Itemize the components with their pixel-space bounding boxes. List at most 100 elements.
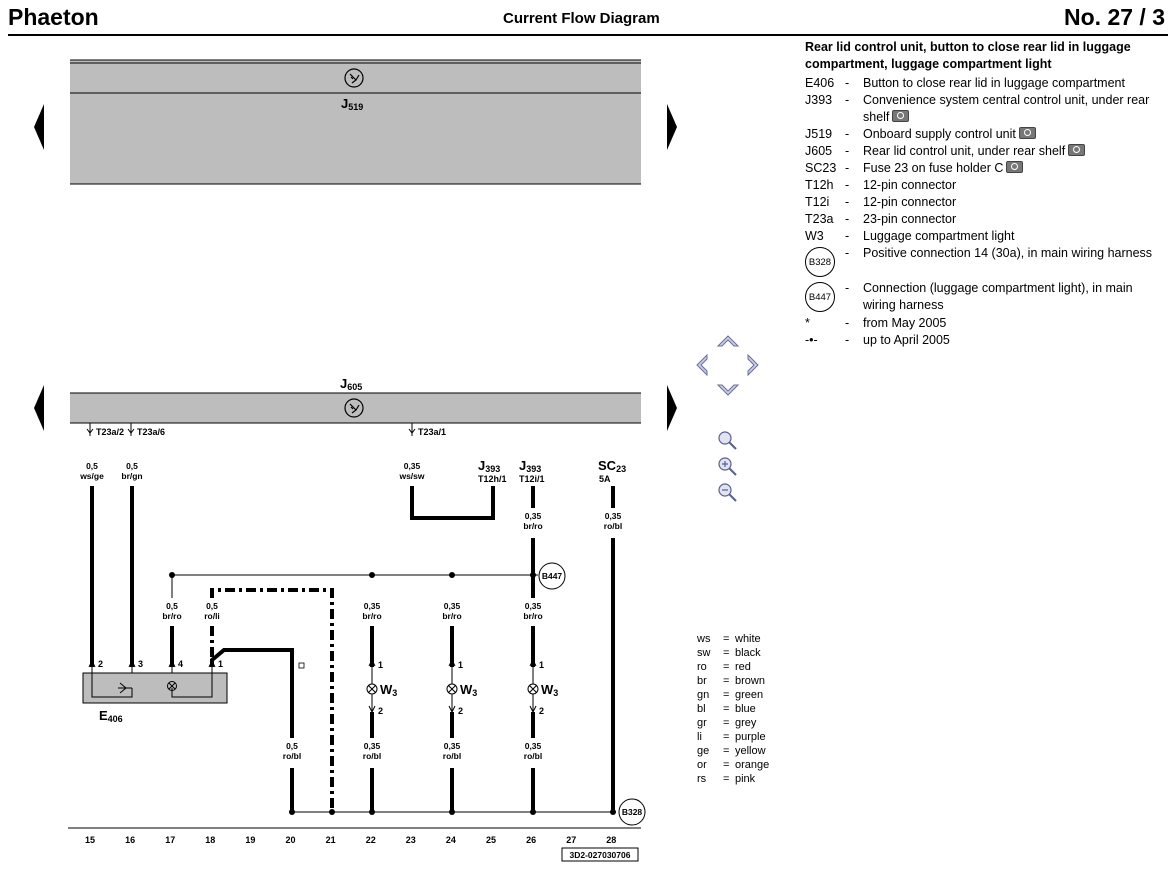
color-name: brown [735, 675, 765, 687]
legend-desc-wrap: Fuse 23 on fuse holder C [863, 160, 1167, 177]
t23a1-pin-arrow [408, 423, 416, 436]
nav-up-button[interactable] [716, 335, 740, 347]
color-code: gn [697, 689, 710, 701]
track-number: 28 [606, 835, 616, 845]
nav-right-button[interactable] [747, 353, 759, 377]
equals-sign: = [723, 717, 730, 729]
legend-title: Rear lid control unit, button to close r… [805, 40, 1131, 71]
color-key-row: sw=black [697, 646, 769, 660]
color-name: purple [735, 731, 766, 743]
j393-label-a: J393 [478, 458, 500, 474]
lamp-cross [448, 685, 456, 693]
t23a6-pin-arrow [127, 423, 135, 436]
page-title: Phaeton [8, 4, 99, 30]
wire-label-color: ws/ge [79, 471, 104, 481]
header-rule [8, 34, 1168, 36]
color-key-row: li=purple [697, 730, 769, 744]
color-name: yellow [735, 745, 766, 757]
camera-icon[interactable] [1006, 161, 1024, 173]
legend-desc-wrap: 12-pin connector [863, 177, 1167, 194]
e406-component [82, 672, 228, 704]
track-number: 21 [326, 835, 336, 845]
wire-label-size: 0,35 [444, 741, 461, 751]
t23a2-pin-arrow [86, 423, 94, 436]
color-name: white [735, 633, 761, 645]
equals-sign: = [723, 689, 730, 701]
color-code: rs [697, 773, 707, 785]
equals-sign: = [723, 661, 730, 673]
legend-item: T12i-12-pin connector [805, 194, 1167, 211]
nav-left-button[interactable] [696, 353, 708, 377]
w3-pin-label: 2 [458, 706, 463, 716]
wire-label-size: 0,35 [444, 601, 461, 611]
legend-note: -•--up to April 2005 [805, 332, 1167, 349]
legend-desc-wrap: Convenience system central control unit,… [863, 92, 1167, 126]
legend-dash: - [845, 333, 850, 347]
wire-label-size: 0,35 [364, 741, 381, 751]
legend-code: -•- [805, 333, 818, 347]
legend-circle-item: B447-Connection (luggage compartment lig… [805, 280, 1167, 315]
legend-desc: 12-pin connector [863, 195, 957, 209]
t12i1-label: T12i/1 [519, 474, 545, 484]
next-page-arrow-bottom[interactable] [667, 385, 677, 431]
legend-code: J519 [805, 127, 833, 141]
legend-desc-wrap: 23-pin connector [863, 211, 1167, 228]
legend-dash: - [845, 178, 850, 192]
pin-arrow [368, 705, 376, 714]
legend-desc: Rear lid control unit, under rear shelf [863, 144, 1066, 158]
color-name: grey [735, 717, 757, 729]
color-code: sw [697, 647, 711, 659]
w3-pin-label: 1 [539, 660, 544, 670]
next-page-arrow-top[interactable] [667, 104, 677, 150]
small-square-marker [298, 662, 305, 669]
color-code: ro [697, 661, 707, 673]
diagram-type-title: Current Flow Diagram [503, 10, 660, 27]
legend-item: J605-Rear lid control unit, under rear s… [805, 143, 1167, 160]
equals-sign: = [723, 773, 730, 785]
track-number: 15 [85, 835, 95, 845]
t12h1-label: T12h/1 [478, 474, 507, 484]
e406-pin-label: 2 [98, 659, 103, 669]
camera-icon[interactable] [892, 110, 910, 122]
camera-icon[interactable] [1068, 144, 1086, 156]
wire-label-size: 0,35 [605, 511, 622, 521]
equals-sign: = [723, 647, 730, 659]
legend-code: E406 [805, 76, 835, 90]
wire-label-size: 0,5 [286, 741, 298, 751]
pin-arrow [208, 659, 216, 673]
zoom-out-icon[interactable] [718, 483, 737, 502]
wire-label-color: br/ro [523, 521, 542, 531]
lamp-cross [368, 685, 376, 693]
legend-desc-wrap: Luggage compartment light [863, 228, 1167, 245]
prev-page-arrow-top[interactable] [34, 104, 44, 150]
svg-text:B447: B447 [542, 571, 563, 581]
legend-dash: - [845, 76, 850, 90]
e406-pin-label: 4 [178, 659, 183, 669]
pin-arrow [448, 705, 456, 714]
track-number: 23 [406, 835, 416, 845]
prev-page-arrow-bottom[interactable] [34, 385, 44, 431]
color-name: green [735, 689, 764, 701]
zoom-in-icon[interactable] [718, 457, 737, 476]
legend-desc-wrap: 12-pin connector [863, 194, 1167, 211]
legend-code: T23a [805, 212, 834, 226]
w3-pin-label: 1 [378, 660, 383, 670]
nav-down-button[interactable] [716, 384, 740, 396]
track-number: 18 [205, 835, 215, 845]
svg-text:B328: B328 [622, 807, 643, 817]
wire-label-color: br/ro [362, 611, 381, 621]
w3-label: W3 [460, 682, 477, 698]
color-code: or [697, 759, 707, 771]
legend-panel: Rear lid control unit, button to close r… [805, 39, 1167, 349]
w3-label: W3 [541, 682, 558, 698]
legend-item: W3-Luggage compartment light [805, 228, 1167, 245]
color-code: gr [697, 717, 707, 729]
t23a1-label: T23a/1 [418, 427, 446, 437]
camera-icon[interactable] [1018, 127, 1036, 139]
magnifier-icon[interactable] [718, 431, 737, 450]
legend-item: T23a-23-pin connector [805, 211, 1167, 228]
doc-ref-box [561, 847, 639, 862]
color-code: ws [697, 633, 711, 645]
